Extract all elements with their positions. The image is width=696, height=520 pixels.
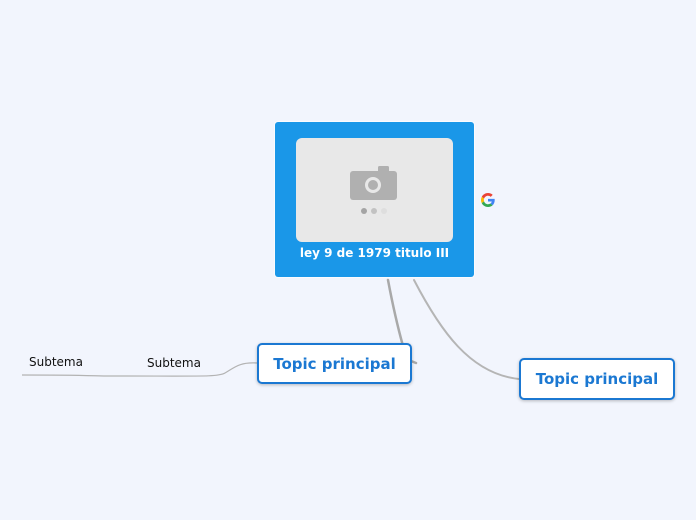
connector-topic-left-to-subtopic bbox=[109, 362, 258, 377]
subtopic-label[interactable]: Subtema bbox=[29, 355, 83, 369]
carousel-dot[interactable] bbox=[361, 208, 367, 214]
central-topic-title: ley 9 de 1979 titulo III bbox=[299, 246, 450, 260]
camera-icon bbox=[350, 166, 397, 200]
carousel-dots[interactable] bbox=[361, 208, 387, 214]
main-topic-right[interactable]: Topic principal bbox=[519, 358, 675, 400]
connector-subtopic-to-subtopic bbox=[21, 374, 111, 377]
main-topic-left[interactable]: Topic principal bbox=[257, 343, 412, 384]
subtopic-label[interactable]: Subtema bbox=[147, 356, 201, 370]
google-icon[interactable] bbox=[481, 193, 495, 207]
image-placeholder bbox=[296, 138, 453, 242]
central-topic[interactable]: ley 9 de 1979 titulo III bbox=[275, 122, 474, 277]
connector-central-to-topic-right bbox=[413, 279, 520, 380]
carousel-dot[interactable] bbox=[381, 208, 387, 214]
carousel-dot[interactable] bbox=[371, 208, 377, 214]
